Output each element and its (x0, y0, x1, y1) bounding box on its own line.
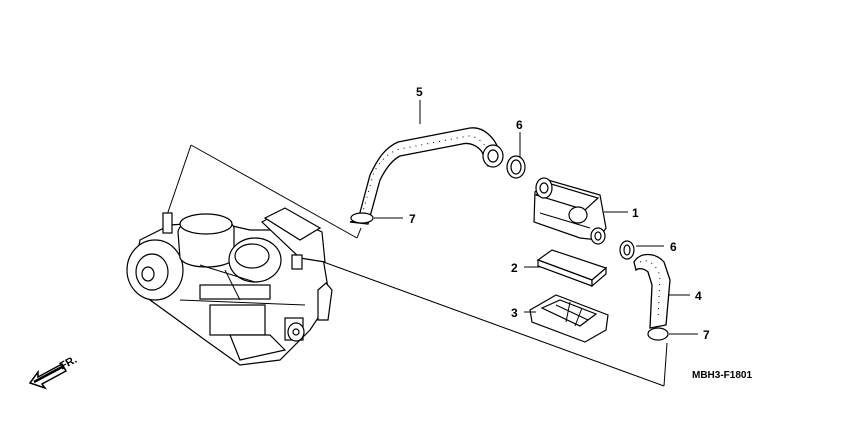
clip-6-lower (619, 240, 635, 260)
callout-7-upper: 7 (409, 212, 416, 226)
carburetor-assembly (126, 207, 333, 366)
callout-4: 4 (695, 289, 702, 303)
diagram-code: MBH3-F1801 (692, 370, 752, 381)
clip-7-upper (350, 212, 374, 224)
air-hose-5 (349, 127, 504, 225)
air-hose-4 (633, 253, 671, 329)
clip-6-upper (506, 155, 526, 179)
leader-lines (374, 100, 698, 335)
filter-case-3 (529, 294, 609, 343)
callout-7-lower: 7 (703, 328, 710, 342)
callout-5: 5 (416, 85, 423, 99)
callout-6-upper: 6 (516, 118, 523, 132)
front-direction-label: FR. (58, 354, 79, 373)
front-direction-arrow-icon (28, 362, 68, 390)
filter-element-2 (536, 249, 608, 288)
callout-1: 1 (632, 206, 639, 220)
callout-6-lower: 6 (670, 240, 677, 254)
callout-3: 3 (511, 306, 518, 320)
assembly-guide-lines (165, 144, 668, 387)
air-injection-valve-1 (533, 177, 607, 245)
callout-2: 2 (511, 261, 518, 275)
clip-7-lower (647, 327, 669, 341)
